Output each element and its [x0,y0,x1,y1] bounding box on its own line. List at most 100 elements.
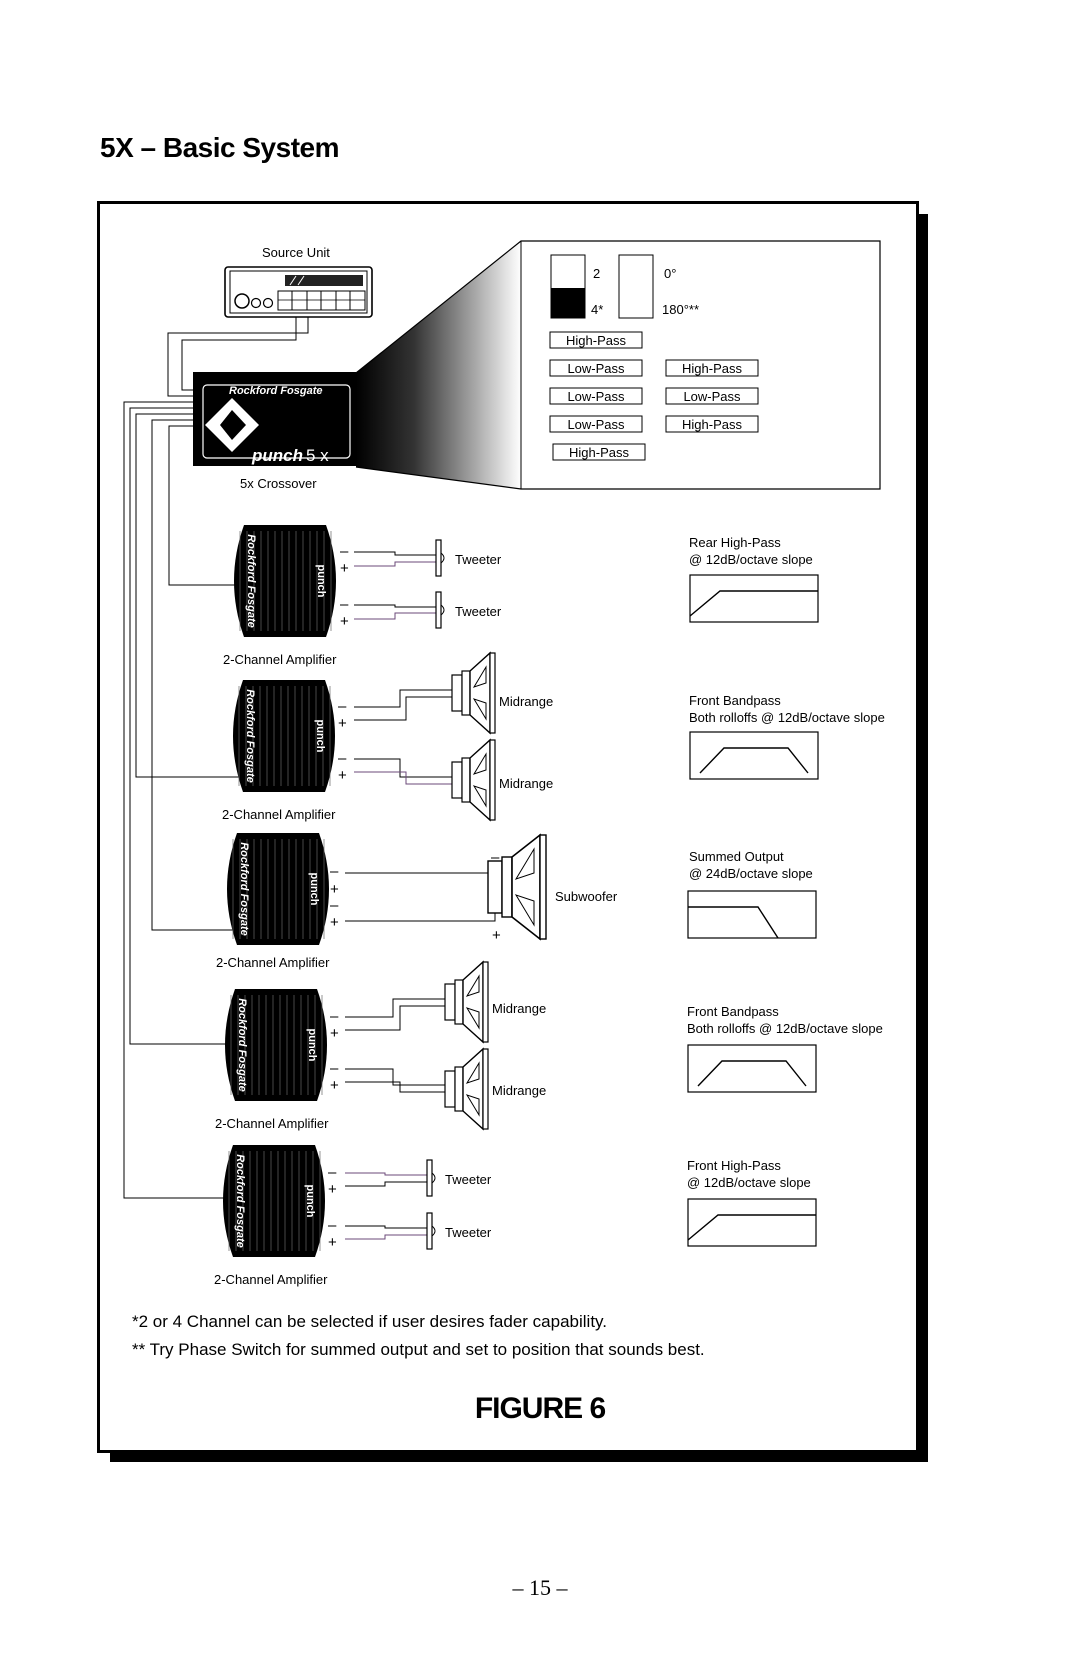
response-curve-3 [688,906,779,939]
crossover-label: 5x Crossover [240,476,317,491]
amplifier-1-label: 2-Channel Amplifier [223,652,337,667]
amp4-ch1-plus: + [330,1025,339,1042]
filter-left-1: High-Pass [566,333,626,348]
midrange-4 [444,1047,489,1131]
source-unit-label: Source Unit [262,245,330,260]
page-title: 5X – Basic System [100,132,340,163]
response-1-line2: @ 12dB/octave slope [689,552,813,567]
amp2-ch1-plus: + [338,715,347,732]
amp4-ch1-minus: – [330,1008,339,1025]
amplifier-5: Rockford Fosgate punch [223,1145,325,1257]
response-3-line1: Summed Output [689,849,784,864]
amplifier-5-model: punch [304,1185,316,1218]
tweeter-4 [426,1212,436,1250]
amp1-ch2-plus: + [340,613,349,630]
amplifier-3-model: punch [308,873,320,906]
phase-switch: 0° 180°** [618,254,699,319]
response-5-line1: Front High-Pass [687,1158,781,1173]
response-graph-1 [689,574,819,623]
filter-selectors: High-Pass Low-Pass Low-Pass Low-Pass Hig… [549,331,759,461]
midrange-3-label: Midrange [492,1001,546,1016]
phase-switch-180: 180°** [662,302,699,317]
midrange-3 [444,960,489,1044]
channel-switch: 2 4* [550,254,603,319]
amplifier-4-brand: Rockford Fosgate [236,998,248,1092]
terminal-marks: – + – + – + – + – + – + – + – + – + – + … [328,543,501,1251]
response-graph-2 [689,731,819,780]
amp3-ch2-plus: + [330,914,339,931]
tweeter-3-label: Tweeter [445,1172,492,1187]
filter-left-2: Low-Pass [567,361,625,376]
amp2-ch2-plus: + [338,767,347,784]
response-graphs [687,574,819,1247]
amp5-ch2-minus: – [328,1217,337,1234]
amp4-ch2-plus: + [330,1077,339,1094]
amp5-ch1-minus: – [328,1164,337,1181]
amplifier-3: Rockford Fosgate punch [227,833,329,945]
response-1-line1: Rear High-Pass [689,535,781,550]
response-2-line1: Front Bandpass [689,693,781,708]
page-number: – 15 – [512,1575,568,1600]
response-labels: Rear High-Pass @ 12dB/octave slope Front… [687,535,885,1190]
amplifier-4-model: punch [306,1029,318,1062]
tweeter-1 [435,539,445,577]
midrange-1-label: Midrange [499,694,553,709]
crossover-brand: Rockford Fosgate [229,385,323,397]
response-curve-4 [697,1060,807,1087]
crossover-model-suffix: 5 x [306,446,329,465]
response-curve-2 [699,747,809,774]
amp3-ch1-minus: – [330,863,339,880]
response-graph-5 [687,1198,817,1247]
response-graph-4 [687,1044,817,1093]
speakers [426,539,547,1250]
crossover-unit: Rockford Fosgate punch 5 x 5x Crossover [193,372,356,491]
subwoofer-label: Subwoofer [555,889,618,904]
crossover-output-wires [123,401,247,1199]
subwoofer [487,833,547,941]
amplifier-1-model: punch [315,565,327,598]
amp5-ch2-plus: + [328,1234,337,1251]
response-5-line2: @ 12dB/octave slope [687,1175,811,1190]
amp2-ch1-minus: – [338,698,347,715]
response-4-line1: Front Bandpass [687,1004,779,1019]
amp1-ch1-minus: – [340,543,349,560]
response-2-line2: Both rolloffs @ 12dB/octave slope [689,710,885,725]
subwoofer-minus: – [491,849,500,866]
figure-label: FIGURE 6 [474,1392,606,1425]
amplifier-3-label: 2-Channel Amplifier [216,955,330,970]
amplifier-3-brand: Rockford Fosgate [238,842,250,936]
tweeter-1-label: Tweeter [455,552,502,567]
crossover-model: punch [251,446,303,465]
source-unit: Source Unit [224,245,373,318]
tweeter-3 [426,1159,436,1197]
tweeter-2-label: Tweeter [455,604,502,619]
filter-left-3: Low-Pass [567,389,625,404]
midrange-1 [451,651,496,735]
response-3-line2: @ 24dB/octave slope [689,866,813,881]
response-curve-1 [689,590,818,617]
amp2-ch2-minus: – [338,750,347,767]
amp3-ch2-minus: – [330,897,339,914]
amplifier-4: Rockford Fosgate punch [225,989,327,1101]
response-curve-5 [687,1214,816,1241]
source-wires [167,317,309,397]
speaker-labels: Tweeter Tweeter Midrange Midrange Subwoo… [445,552,618,1240]
phase-switch-0: 0° [664,266,676,281]
amp1-ch1-plus: + [340,560,349,577]
amplifier-5-brand: Rockford Fosgate [234,1154,246,1248]
amp4-ch2-minus: – [330,1060,339,1077]
footnote-phase: ** Try Phase Switch for summed output an… [132,1340,705,1359]
midrange-2 [451,738,496,822]
amp3-ch1-plus: + [330,881,339,898]
amplifier-2-label: 2-Channel Amplifier [222,807,336,822]
response-graph-3 [687,890,817,939]
amp1-ch2-minus: – [340,596,349,613]
response-4-line2: Both rolloffs @ 12dB/octave slope [687,1021,883,1036]
zoom-gradient [356,241,521,489]
subwoofer-plus: + [492,927,501,944]
tweeter-4-label: Tweeter [445,1225,492,1240]
